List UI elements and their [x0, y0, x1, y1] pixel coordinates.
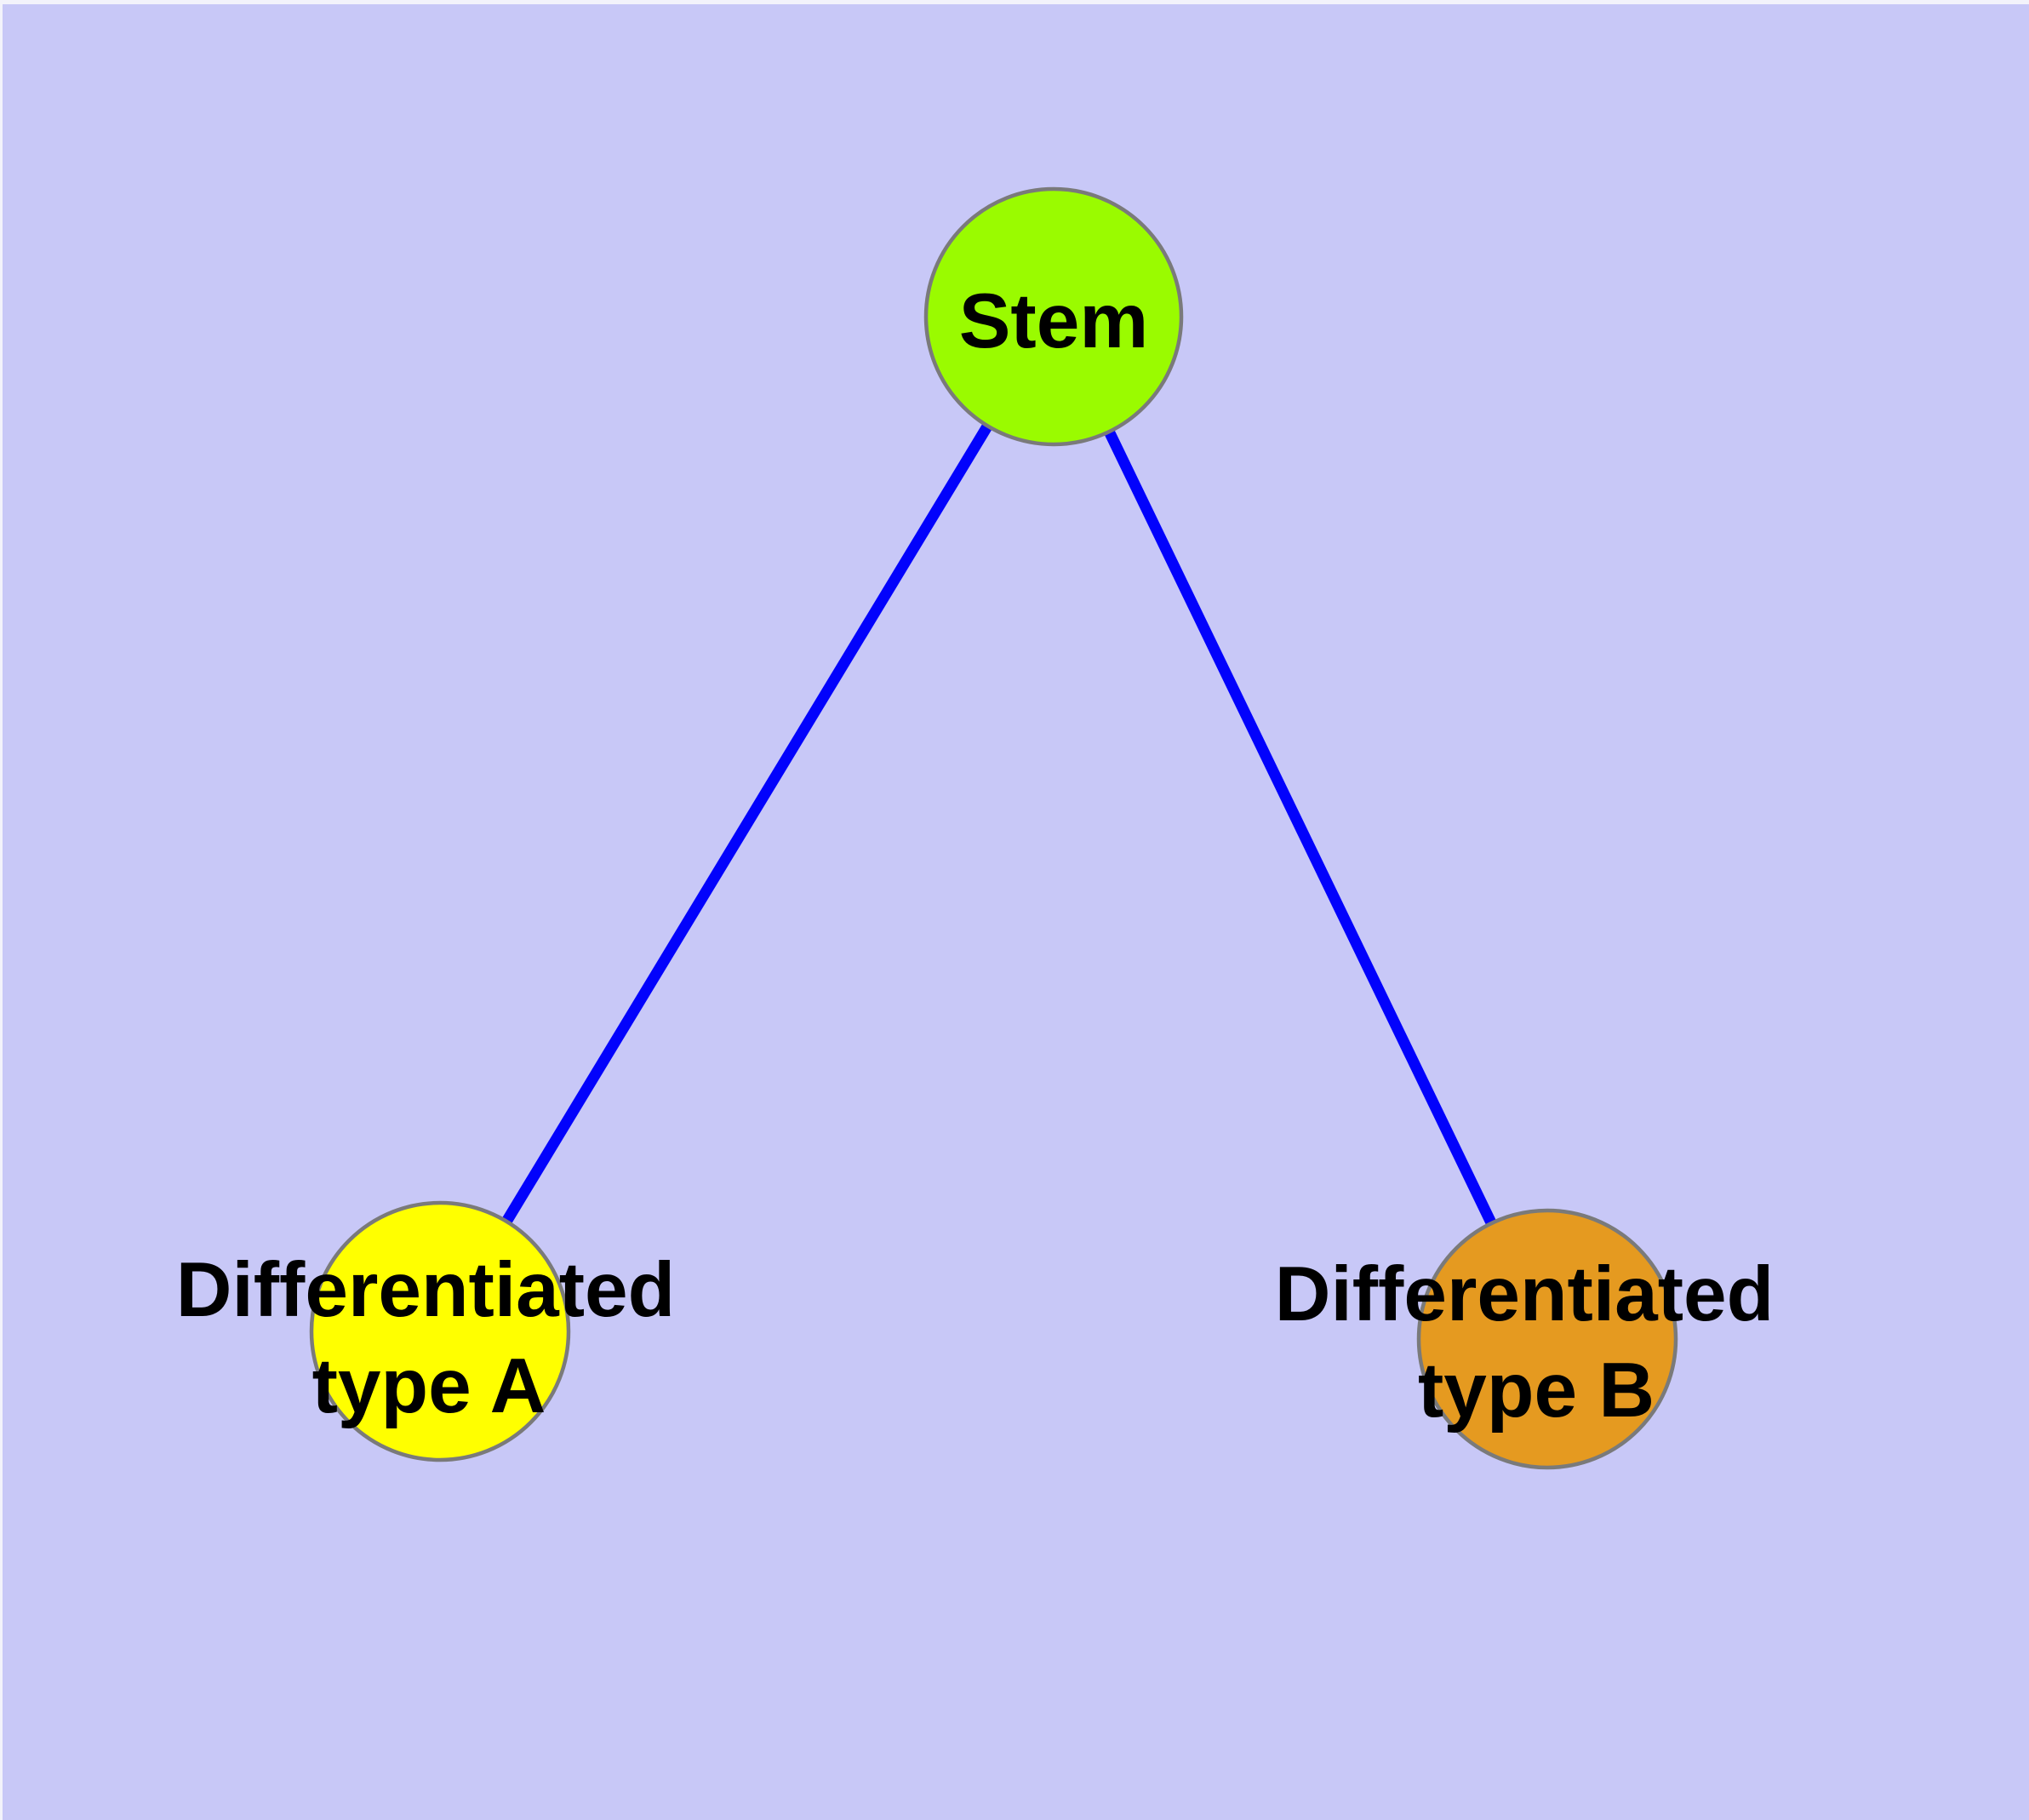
window-edge-left — [0, 0, 3, 1820]
diff-a-label-line2: type A — [312, 1343, 546, 1429]
diff-b-label-line1: Differentiated — [1275, 1251, 1775, 1337]
window-edge-top — [0, 0, 2029, 4]
diff-a-label-line1: Differentiated — [176, 1247, 676, 1333]
diff-b-label-line2: type B — [1418, 1348, 1655, 1434]
stem-node-label: Stem — [959, 278, 1149, 364]
edge-stem-to-diff-b — [1049, 314, 1552, 1342]
diff-b-node — [1416, 1208, 1678, 1470]
diff-a-node — [309, 1200, 571, 1462]
stem-node — [923, 186, 1184, 447]
edge-stem-to-diff-a — [435, 313, 1059, 1335]
